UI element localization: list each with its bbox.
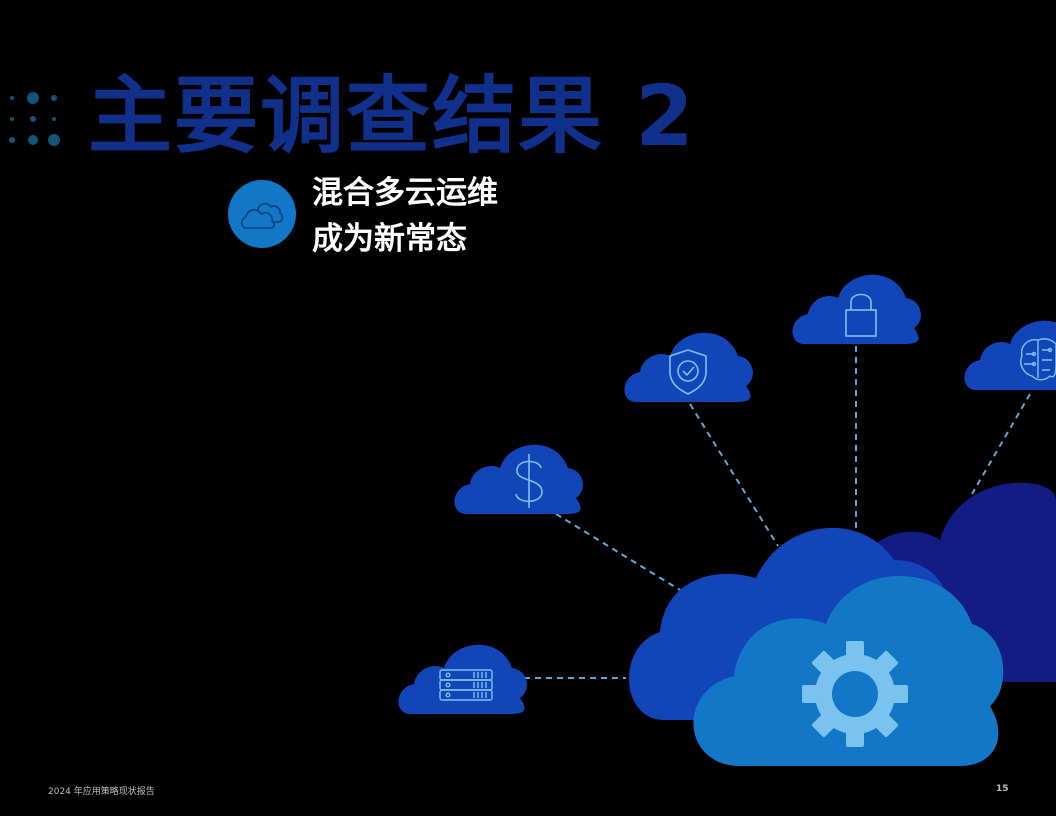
subtitle-line-2: 成为新常态 <box>312 221 467 257</box>
shield-check-icon <box>669 349 707 395</box>
clouds-badge <box>228 180 296 248</box>
page-number: 15 <box>996 784 1009 794</box>
brain-cloud <box>964 320 1056 390</box>
lock-icon <box>845 293 877 337</box>
server-cloud <box>398 644 527 714</box>
shield-cloud <box>624 332 753 402</box>
brain-icon <box>1020 338 1056 381</box>
dot-pattern <box>9 92 60 146</box>
connector-brain <box>971 393 1031 495</box>
subtitle: 混合多云运维 成为新常态 <box>312 170 498 262</box>
dollar-icon <box>515 454 543 508</box>
clouds-icon <box>241 202 284 229</box>
page-title: 主要调查结果 2 <box>88 67 696 165</box>
subtitle-line-1: 混合多云运维 <box>312 175 498 211</box>
connector-dollar <box>555 513 681 591</box>
report-name: 2024 年应用策略现状报告 <box>48 787 155 797</box>
connectors <box>524 346 1031 679</box>
lock-cloud <box>792 274 921 344</box>
connector-shield <box>689 403 779 547</box>
gear-icon <box>802 641 908 747</box>
dollar-cloud <box>454 444 583 514</box>
server-icon <box>439 669 493 701</box>
